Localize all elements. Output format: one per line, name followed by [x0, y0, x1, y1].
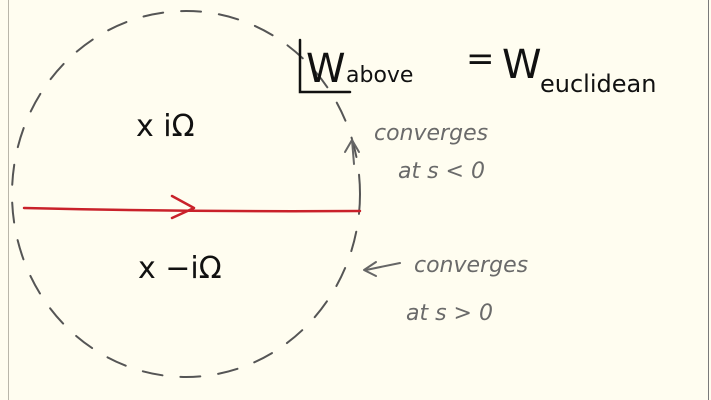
- upper-pole-label: x iΩ: [136, 109, 195, 144]
- upper-annotation-arrow-icon: [344, 139, 360, 153]
- lower-annotation-pointer: [365, 262, 401, 271]
- upper-annotation-line1: converges: [374, 121, 488, 146]
- dashed-circle: [11, 10, 361, 378]
- contour-arrow-icon: [170, 194, 196, 220]
- equation-rhs: W: [502, 42, 542, 88]
- upper-annotation-line2: at s < 0: [398, 159, 485, 184]
- equation-lhs: W: [306, 46, 346, 92]
- page-margin-line: [8, 0, 9, 400]
- lower-pole-label: x −iΩ: [138, 251, 222, 286]
- equation-lhs-subscript: above: [346, 63, 413, 88]
- upper-annotation-tick: [351, 139, 355, 165]
- window-edge-line: [708, 0, 709, 400]
- real-axis-contour: [22, 206, 362, 213]
- equation-corner-mark: [298, 38, 352, 94]
- equation-rhs-subscript: euclidean: [540, 70, 656, 98]
- lower-annotation-line1: converges: [414, 253, 528, 278]
- lower-annotation-arrow-icon: [363, 261, 377, 277]
- lower-annotation-line2: at s > 0: [406, 301, 493, 326]
- equation-equals: =: [466, 39, 495, 79]
